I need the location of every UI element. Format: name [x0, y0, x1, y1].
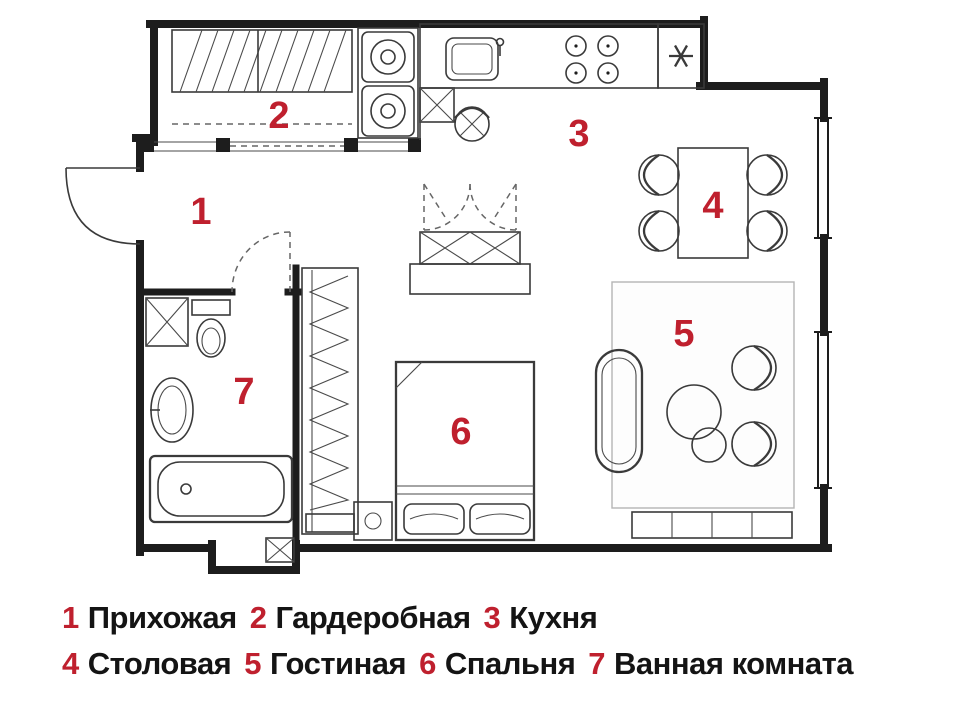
legend-number: 3: [483, 600, 501, 635]
shaft-icon: [265, 537, 295, 563]
stove-icon: [565, 35, 619, 84]
floor-plan: 1 2 3 4 5 6 7: [65, 16, 832, 574]
sliding-door-track: [140, 138, 421, 152]
toilet-icon: [191, 299, 231, 358]
floor-plan-svg: 1 2 3 4 5 6 7: [65, 16, 832, 574]
sofa-icon: [594, 348, 644, 474]
folding-door-fans-icon: [423, 183, 517, 231]
legend-item-1: 1 Прихожая: [62, 600, 237, 636]
armchair-icon: [731, 345, 777, 467]
room-number-4: 4: [702, 185, 723, 227]
legend-number: 2: [249, 600, 267, 635]
bed-icon: [394, 360, 536, 542]
room-number-1: 1: [190, 191, 211, 233]
room-numbers: 1 2 3 4 5 6 7: [190, 95, 723, 453]
washbasin-icon: [150, 377, 194, 443]
legend-item-6: 6 Спальня: [419, 646, 576, 682]
legend-number: 4: [62, 646, 79, 681]
room-number-2: 2: [268, 95, 289, 137]
bathroom-door-arc-icon: [231, 231, 291, 293]
legend-item-4: 4 Столовая: [62, 646, 232, 682]
legend-name: Столовая: [87, 646, 232, 681]
fridge-cabinet-asterisk-icon: [657, 23, 705, 89]
dining-chair-icon: [638, 154, 788, 252]
legend-item-7: 7 Ванная комната: [588, 646, 853, 682]
legend-name: Ванная комната: [614, 646, 854, 681]
room-number-7: 7: [233, 371, 254, 413]
legend-number: 6: [419, 646, 436, 681]
legend-name: Гостиная: [270, 646, 407, 681]
tv-console-icon: [631, 511, 793, 539]
legend-name: Прихожая: [87, 600, 237, 635]
window-icon: [814, 117, 832, 489]
nightstand-icon: [353, 501, 393, 541]
hall-wardrobe-icon: [301, 267, 359, 535]
entrance-door-arc-icon: [65, 167, 141, 245]
washing-machine-icon: [145, 297, 189, 347]
dining-table-icon: [677, 147, 749, 259]
legend-name: Спальня: [444, 646, 576, 681]
room-number-3: 3: [568, 113, 589, 155]
coffee-table-icon: [666, 384, 727, 463]
room-number-6: 6: [450, 411, 471, 453]
legend-name: Гардеробная: [275, 600, 471, 635]
wardrobe-closet-icon: [171, 29, 353, 125]
legend-number: 1: [62, 600, 79, 635]
legend-row-2: 4 Столовая 5 Гостиная 6 Спальня 7 Ванная…: [62, 646, 866, 692]
legend-item-3: 3 Кухня: [484, 600, 598, 636]
legend-number: 5: [244, 646, 262, 681]
interior-walls: [136, 264, 303, 552]
legend: 1 Прихожая 2 Гардеробная 3 Кухня 4 Столо…: [62, 600, 866, 692]
room-number-5: 5: [673, 313, 694, 355]
stool-icon: [454, 106, 490, 142]
kitchen-sink-icon: [445, 37, 505, 81]
bathtub-icon: [148, 454, 294, 524]
kitchen-table-icon: [409, 231, 531, 295]
legend-row-1: 1 Прихожая 2 Гардеробная 3 Кухня: [62, 600, 866, 646]
legend-name: Кухня: [509, 600, 598, 635]
rug: [611, 281, 795, 509]
washer-dryer-stack-icon: [357, 27, 419, 139]
legend-item-5: 5 Гостиная: [244, 646, 406, 682]
legend-number: 7: [588, 646, 606, 681]
legend-item-2: 2 Гардеробная: [250, 600, 471, 636]
